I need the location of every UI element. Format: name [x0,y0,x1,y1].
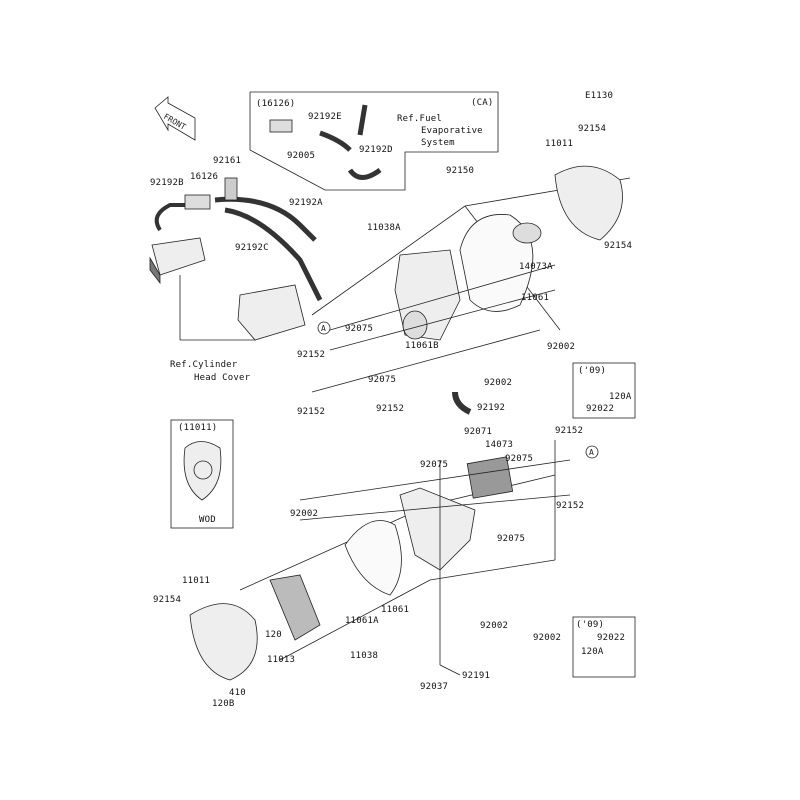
part-label: 92192E [308,112,342,122]
part-label: 11061 [521,293,550,303]
callout-a-lower-label: A [589,448,594,457]
part-label: 92154 [578,124,607,134]
part-label: 92192 [477,403,506,413]
part-label: 11061 [381,605,410,615]
element-11061-lower [344,520,402,596]
part-label: 92192B [150,178,184,188]
part-label: 92192A [289,198,323,208]
ca-box [249,91,499,191]
inset-09-upper-title: ('09) [578,366,607,376]
part-label: 92002 [290,509,319,519]
callout-a-upper [317,321,331,335]
cover-11011-lower [189,603,258,681]
part-label: 92154 [153,595,182,605]
ca-ref-line1: Ref.Fuel [397,114,442,124]
part-label: 14073 [485,440,514,450]
part-label: 92022 [597,633,626,643]
part-label: 120 [265,630,282,640]
part-label: 92152 [555,426,584,436]
inset-09-lower-title: ('09) [576,620,605,630]
ca-ref-line2: Evaporative [421,126,483,136]
part-label: 11011 [545,139,574,149]
part-label: (16126) [256,99,296,109]
front-arrow-icon: FRONT [154,96,196,141]
inset-09-upper [572,362,636,419]
part-label: 92150 [446,166,475,176]
part-label: 11038A [367,223,401,233]
part-label: 92002 [480,621,509,631]
part-label: 92152 [376,404,405,414]
part-label: 92192C [235,243,269,253]
snorkel-14073 [466,456,514,499]
part-label: 92002 [547,342,576,352]
callout-a-upper-label: A [321,324,326,333]
wod-box-title: (11011) [178,423,218,433]
callout-a-lower [585,445,599,459]
part-label: 92005 [287,151,316,161]
inset-09-lower [572,616,636,678]
part-label: 92191 [462,671,491,681]
cover-11011-wod [183,441,222,501]
part-label: 92192D [359,145,393,155]
filter-11013 [269,574,321,641]
part-label: 92152 [297,407,326,417]
part-label: 92075 [420,460,449,470]
wod-caption: WOD [199,515,216,525]
part-label: 11061B [405,341,439,351]
ref-cylinder-line2: Head Cover [194,373,251,383]
part-label: 11013 [267,655,296,665]
part-label: 92154 [604,241,633,251]
wod-box [170,419,234,529]
part-label: 11038 [350,651,379,661]
part-label: 120B [212,699,235,709]
ca-box-title: (CA) [471,98,494,108]
part-label: 16126 [190,172,219,182]
part-label: 11061A [345,616,379,626]
part-label: 92075 [505,454,534,464]
part-label: 92152 [297,350,326,360]
snorkel-14073A [512,222,542,244]
part-label: 92075 [345,324,374,334]
part-label: 92022 [586,404,615,414]
air-cleaner-base-lower [399,487,476,571]
part-label: 92037 [420,682,449,692]
part-label: 410 [229,688,246,698]
part-label: 92071 [464,427,493,437]
part-label: 120A [581,647,604,657]
cover-11011-upper [554,165,623,241]
part-label: 92152 [556,501,585,511]
part-label: 120A [609,392,632,402]
part-label: 92075 [368,375,397,385]
part-label: 92161 [213,156,242,166]
part-label: 92075 [497,534,526,544]
part-label: 92002 [484,378,513,388]
ca-ref-line3: System [421,138,455,148]
ref-cylinder-line1: Ref.Cylinder [170,360,238,370]
cylinder-head-cover [149,237,306,341]
air-cleaner-base-upper [394,249,461,341]
diagram-code: E1130 [585,91,614,101]
part-label: 14073A [519,262,553,272]
part-label: 11011 [182,576,211,586]
part-label: 92002 [533,633,562,643]
